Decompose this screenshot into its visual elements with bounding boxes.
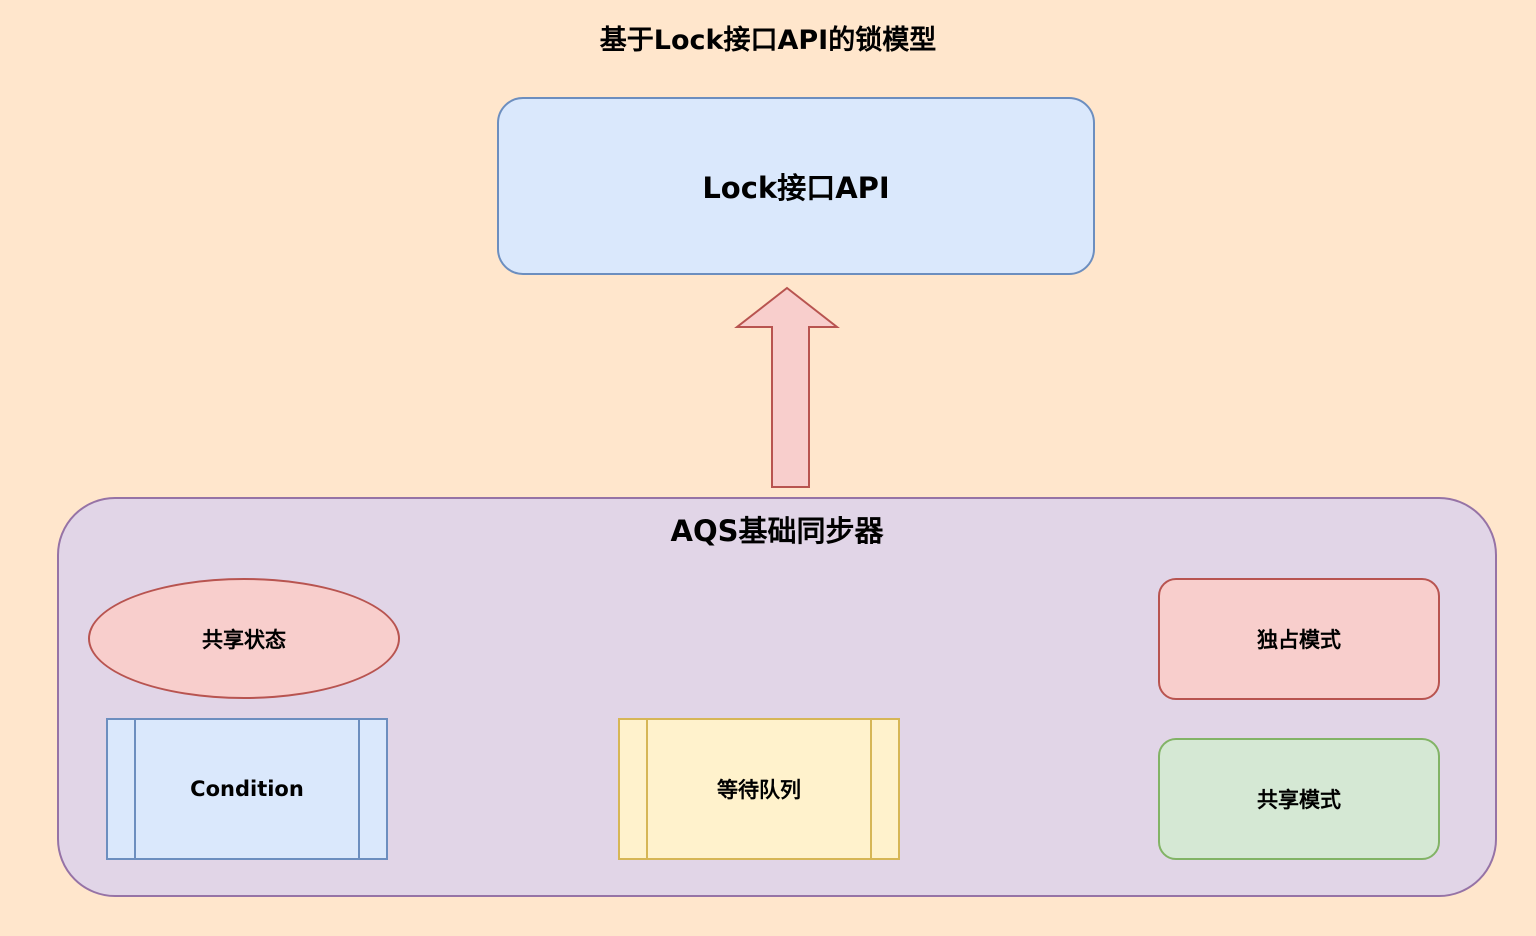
lock-api-label: Lock接口API	[702, 171, 890, 205]
process-right-bar	[358, 720, 360, 858]
up-arrow	[734, 286, 840, 488]
shared-state-label: 共享状态	[202, 627, 286, 652]
exclusive-mode-box: 独占模式	[1158, 578, 1440, 700]
process-right-bar	[870, 720, 872, 858]
shared-state-ellipse: 共享状态	[88, 578, 400, 699]
shared-mode-label: 共享模式	[1257, 788, 1341, 812]
wait-queue-process-box: 等待队列	[618, 718, 900, 860]
lock-api-box: Lock接口API	[497, 97, 1095, 275]
condition-process-box: Condition	[106, 718, 388, 860]
aqs-title: AQS基础同步器	[670, 514, 884, 548]
up-arrow-shape	[734, 286, 840, 488]
condition-label: Condition	[190, 777, 304, 801]
process-left-bar	[134, 720, 136, 858]
process-left-bar	[646, 720, 648, 858]
aqs-container: AQS基础同步器 共享状态 Condition 等待队列 独占模式 共享模式	[57, 497, 1497, 897]
shared-mode-box: 共享模式	[1158, 738, 1440, 860]
diagram-title: 基于Lock接口API的锁模型	[599, 25, 937, 56]
exclusive-mode-label: 独占模式	[1257, 628, 1341, 652]
wait-queue-label: 等待队列	[717, 778, 801, 802]
